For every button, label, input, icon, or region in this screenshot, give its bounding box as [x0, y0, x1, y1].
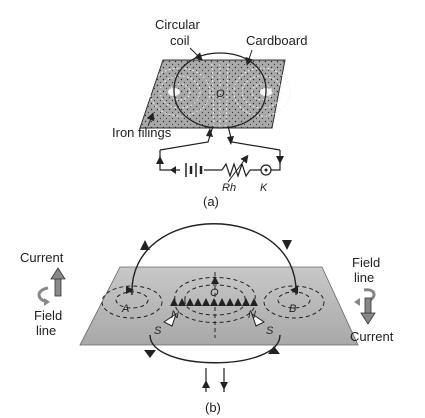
figure-b: A B O N S N S Current Field line Field l…: [20, 223, 394, 415]
label-o: O: [210, 287, 219, 299]
lead-wire-right: [227, 125, 281, 151]
label-n-left: N: [171, 309, 179, 321]
coil-upper-arrow-left: [140, 240, 150, 250]
circular-coil: [173, 52, 267, 93]
label-rh: Rh: [222, 182, 236, 194]
coil-upper-arrow-right: [282, 240, 292, 250]
label-s-right: S: [266, 325, 274, 337]
label-current-left: Current: [20, 250, 64, 265]
label-cardboard: Cardboard: [246, 33, 307, 48]
label-coil: coil: [170, 33, 190, 48]
pointer-coil: [189, 47, 203, 61]
pointer-cardboard: [245, 49, 254, 66]
label-s-left: S: [154, 325, 162, 337]
label-field-right-1: Field: [352, 255, 380, 270]
coil-lower-loop: [173, 91, 267, 129]
label-a: A: [121, 303, 129, 315]
label-n-right: N: [248, 309, 256, 321]
battery-icon: [185, 163, 203, 177]
caption-a: (a): [203, 194, 219, 209]
label-field-left-2: line: [36, 323, 56, 338]
current-down-arrow-icon: [360, 297, 376, 325]
label-field-right-2: line: [354, 270, 374, 285]
label-circular: Circular: [155, 17, 200, 32]
rheostat-icon: [221, 162, 251, 178]
lead-arrow-up: [202, 380, 210, 388]
center-label: O: [216, 88, 225, 100]
rotation-arrow-left-icon: [37, 286, 50, 306]
current-arrow-lead-right: [227, 136, 234, 145]
current-arrow-bottom: [170, 166, 176, 174]
field-arrow-a: [126, 286, 134, 294]
label-field-left-1: Field: [34, 308, 62, 323]
pointer-iron-filings: [146, 112, 155, 127]
label-b: B: [289, 303, 296, 315]
current-arrow-lead-left: [206, 128, 213, 137]
current-arrow-right: [276, 156, 284, 164]
label-current-right: Current: [350, 329, 394, 344]
label-k: K: [260, 182, 268, 194]
figure-a: O Circular coil Cardboard Iron filings: [112, 17, 307, 209]
current-arrow-left: [156, 156, 164, 164]
coil-lower-arrow-right: [268, 346, 280, 354]
wire-section-markers: [170, 298, 258, 306]
label-iron-filings: Iron filings: [112, 125, 172, 140]
lead-arrow-down: [220, 382, 228, 390]
iron-filings-pattern: [149, 63, 291, 127]
rheostat-slider: [227, 154, 249, 183]
compass-left: [163, 312, 177, 327]
current-up-arrow-icon: [50, 267, 66, 297]
circuit-wire: [159, 150, 281, 171]
key-dot: [264, 168, 268, 172]
coil-lower-arrow-left: [144, 350, 156, 358]
compass-right: [251, 312, 265, 327]
field-arrow-o: [211, 276, 219, 284]
field-arrow-b: [290, 286, 298, 294]
caption-b: (b): [205, 400, 221, 415]
lead-wire-left: [159, 125, 214, 151]
coil-upper-loop: [131, 223, 297, 296]
